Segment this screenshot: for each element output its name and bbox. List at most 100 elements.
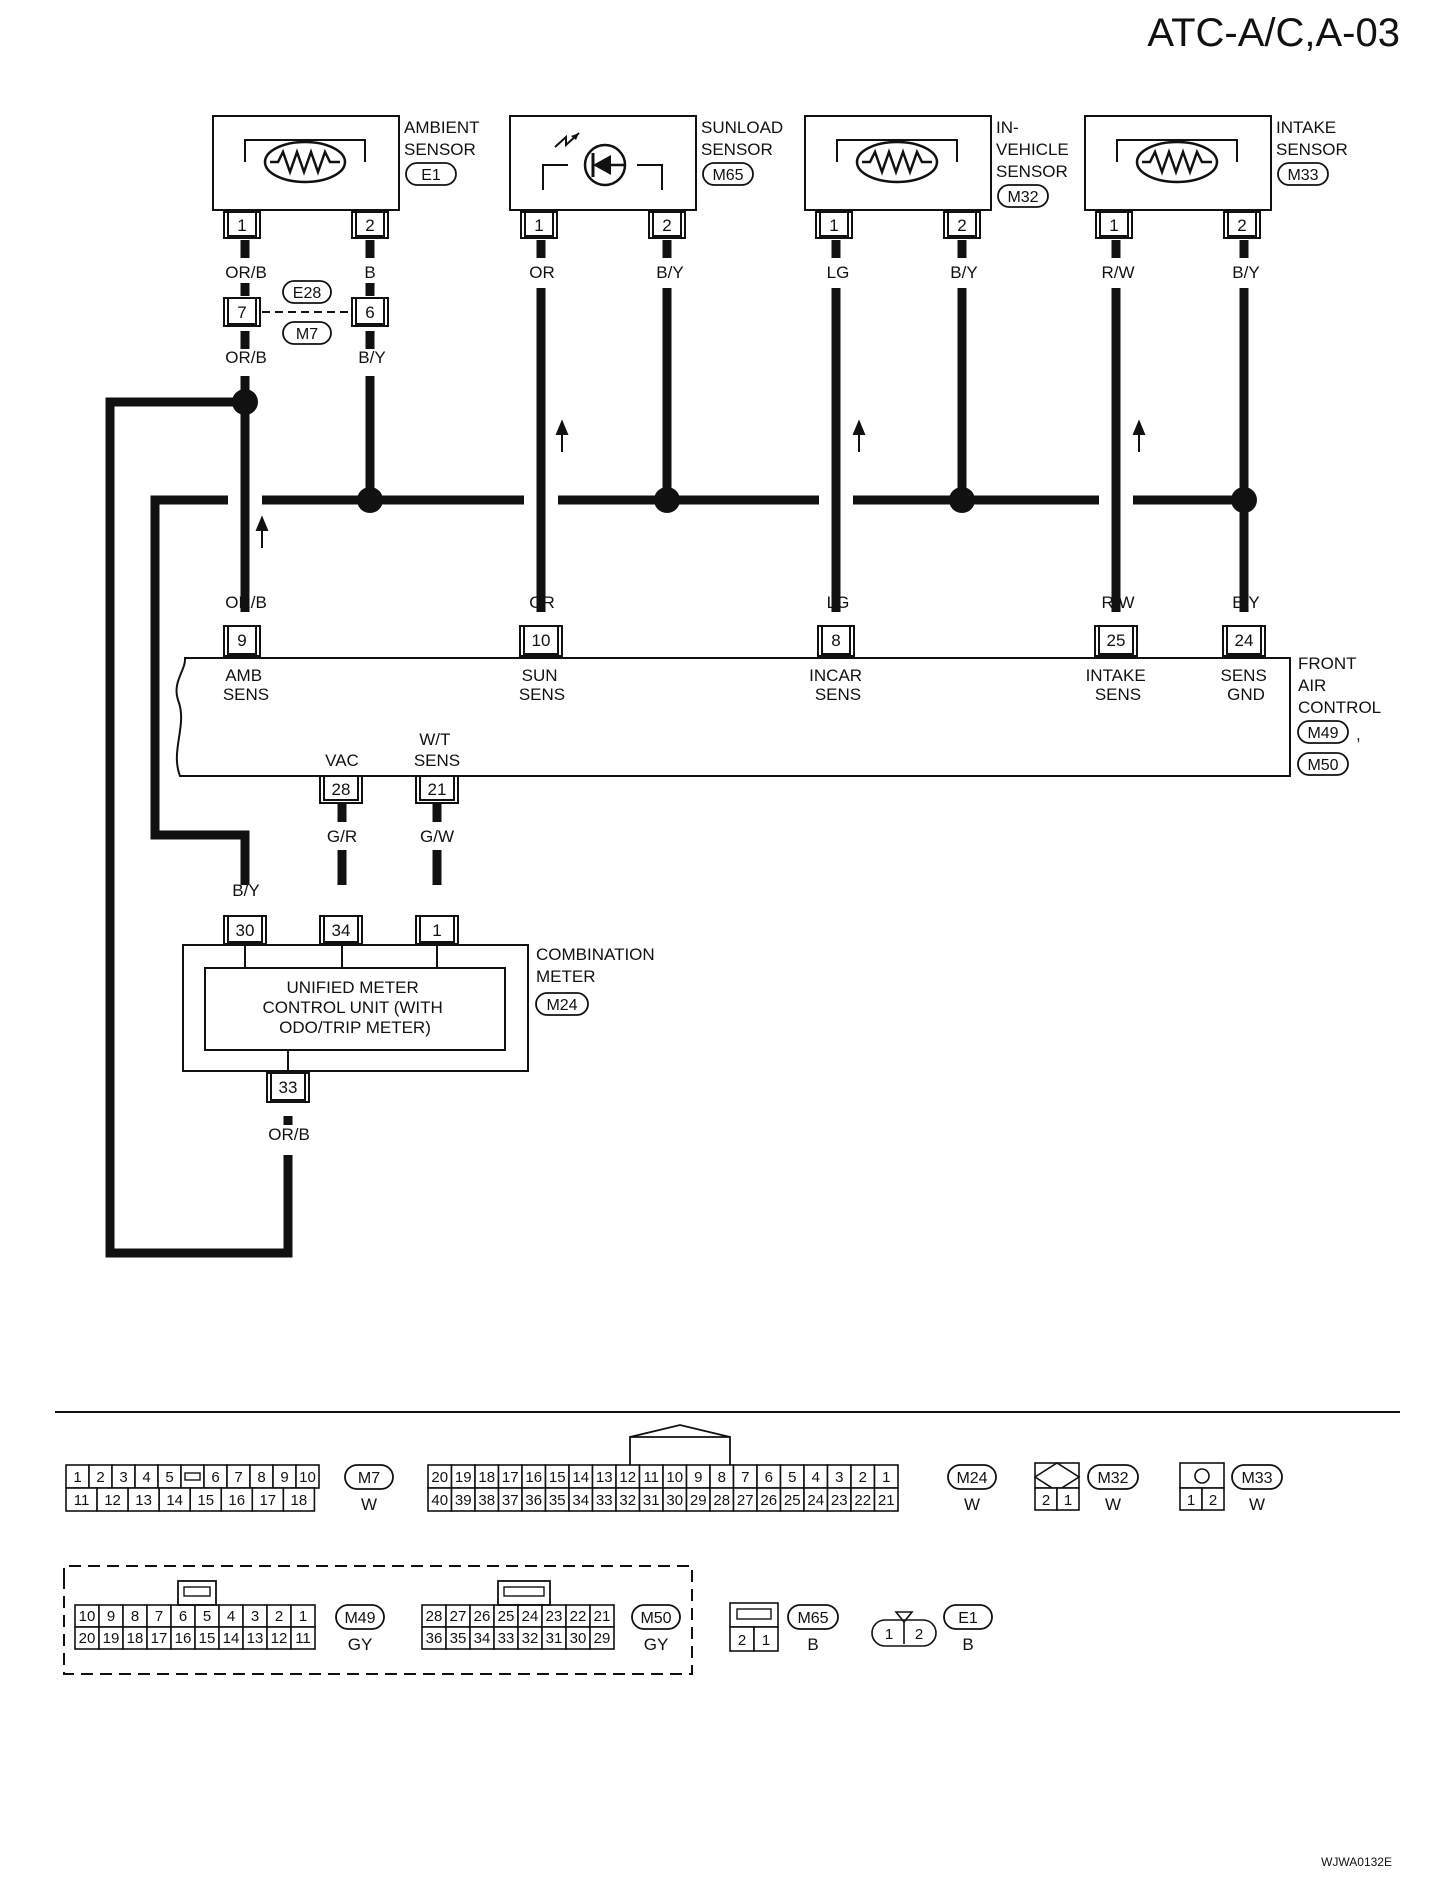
- round-key-icon: [1194, 1468, 1210, 1484]
- wire-label: OR/B: [225, 593, 267, 612]
- cavity-number: 12: [619, 1469, 636, 1486]
- cavity-number: 4: [812, 1469, 820, 1486]
- ambient-sensor-name: AMBIENT SENSOR: [404, 118, 484, 159]
- cavity-number: 20: [431, 1469, 448, 1486]
- cavity-number: 20: [79, 1630, 96, 1647]
- control-connector-separator: ,: [1356, 725, 1361, 744]
- cavity-number: 2: [1042, 1492, 1050, 1509]
- cavity-number: 21: [594, 1608, 611, 1625]
- wire-label: B/Y: [1232, 593, 1259, 612]
- cavity-number: 12: [104, 1492, 121, 1509]
- cavity-number: 4: [142, 1469, 150, 1486]
- intake-pin-1: 1: [1109, 216, 1118, 235]
- meter-inner-label: UNIFIED METER CONTROL UNIT (WITH ODO/TRI…: [262, 978, 447, 1037]
- cavity-number: 2: [915, 1626, 923, 1643]
- front-air-control-unit: [175, 657, 1291, 777]
- front-air-control-name: FRONT AIR CONTROL: [1298, 654, 1381, 717]
- wire-label: R/W: [1101, 593, 1134, 612]
- cavity: [290, 1626, 316, 1650]
- cavity-number: 33: [596, 1492, 613, 1509]
- control-pin: 24: [1235, 631, 1254, 650]
- cavity: [1056, 1487, 1080, 1511]
- cavity-number: 3: [251, 1608, 259, 1625]
- cavity-number: 18: [291, 1492, 308, 1509]
- connector-id: M32: [1097, 1470, 1128, 1487]
- cavity-number: 18: [127, 1630, 144, 1647]
- cavity-number: 40: [431, 1492, 448, 1509]
- cavity-number: 1: [73, 1469, 81, 1486]
- cavity-number: 34: [474, 1630, 491, 1647]
- wire-label: OR/B: [225, 263, 267, 282]
- cavity-number: 9: [280, 1469, 288, 1486]
- cavity-number: 14: [572, 1469, 589, 1486]
- cavity-number: 18: [478, 1469, 495, 1486]
- connector-color: GY: [348, 1635, 373, 1654]
- cavity-number: 11: [643, 1469, 659, 1486]
- cavity-number: 6: [179, 1608, 187, 1625]
- intake-sensor: [1084, 115, 1272, 211]
- intake-connector-id: M33: [1287, 167, 1318, 184]
- connector-id: M50: [640, 1610, 671, 1627]
- cavity-number: 35: [549, 1492, 566, 1509]
- cavity-number: 2: [1209, 1492, 1217, 1509]
- ambient-sensor: [212, 115, 400, 211]
- wire-label: OR/B: [268, 1125, 310, 1144]
- sunload-connector-id: M65: [712, 167, 743, 184]
- cavity-number: 35: [450, 1630, 467, 1647]
- combination-meter-name: COMBINATION METER: [536, 945, 659, 986]
- cavity-number: 21: [878, 1492, 895, 1509]
- cavity-number: 30: [666, 1492, 683, 1509]
- dashed-enclosure: [63, 1565, 693, 1675]
- ambient-pin-2: 2: [365, 216, 374, 235]
- connector-color: B: [962, 1635, 973, 1654]
- cavity-number: 8: [257, 1469, 265, 1486]
- cavity-number: 7: [741, 1469, 749, 1486]
- connector-color: W: [1105, 1495, 1121, 1514]
- cavity-number: 22: [570, 1608, 587, 1625]
- cavity-number: 16: [525, 1469, 542, 1486]
- cavity-number: 27: [450, 1608, 467, 1625]
- cavity-number: 10: [666, 1469, 683, 1486]
- thermistor-icon: [855, 140, 939, 184]
- cavity-number: 2: [859, 1469, 867, 1486]
- meter-pin: 30: [236, 921, 255, 940]
- control-pin: 21: [428, 780, 447, 799]
- page-title: ATC-A/C,A-03: [1147, 11, 1400, 55]
- cavity-number: 38: [478, 1492, 495, 1509]
- cavity-number: 15: [199, 1630, 216, 1647]
- cavity-number: 32: [619, 1492, 636, 1509]
- unified-meter-control-unit: [204, 967, 506, 1051]
- signal-direction-arrows: [255, 419, 1146, 548]
- cavity-number: 36: [525, 1492, 542, 1509]
- cavity-number: 2: [96, 1469, 104, 1486]
- cavity-number: 26: [474, 1608, 491, 1625]
- joint-pin-7: 7: [237, 303, 246, 322]
- housing-tab-icon: [497, 1580, 551, 1606]
- in-vehicle-pin-2: 2: [957, 216, 966, 235]
- cavity-number: 6: [765, 1469, 773, 1486]
- wire-label: OR: [529, 263, 555, 282]
- connector-color: B: [807, 1635, 818, 1654]
- terminal-label: VAC: [325, 751, 359, 770]
- cavity-number: 16: [228, 1492, 245, 1509]
- cavity-number: 32: [522, 1630, 539, 1647]
- key-notch-icon: [894, 1611, 914, 1624]
- connector-id: E1: [958, 1610, 978, 1627]
- connector-color: W: [964, 1495, 980, 1514]
- cavity-number: 12: [271, 1630, 288, 1647]
- joint-pin-6: 6: [365, 303, 374, 322]
- cavity-number: 4: [227, 1608, 235, 1625]
- cavity-number: 7: [234, 1469, 242, 1486]
- wire-label: B/Y: [656, 263, 683, 282]
- cavity-number: 19: [103, 1630, 120, 1647]
- cavity-number: 33: [498, 1630, 515, 1647]
- cavity-number: 11: [295, 1630, 311, 1647]
- ambient-pin-1: 1: [237, 216, 246, 235]
